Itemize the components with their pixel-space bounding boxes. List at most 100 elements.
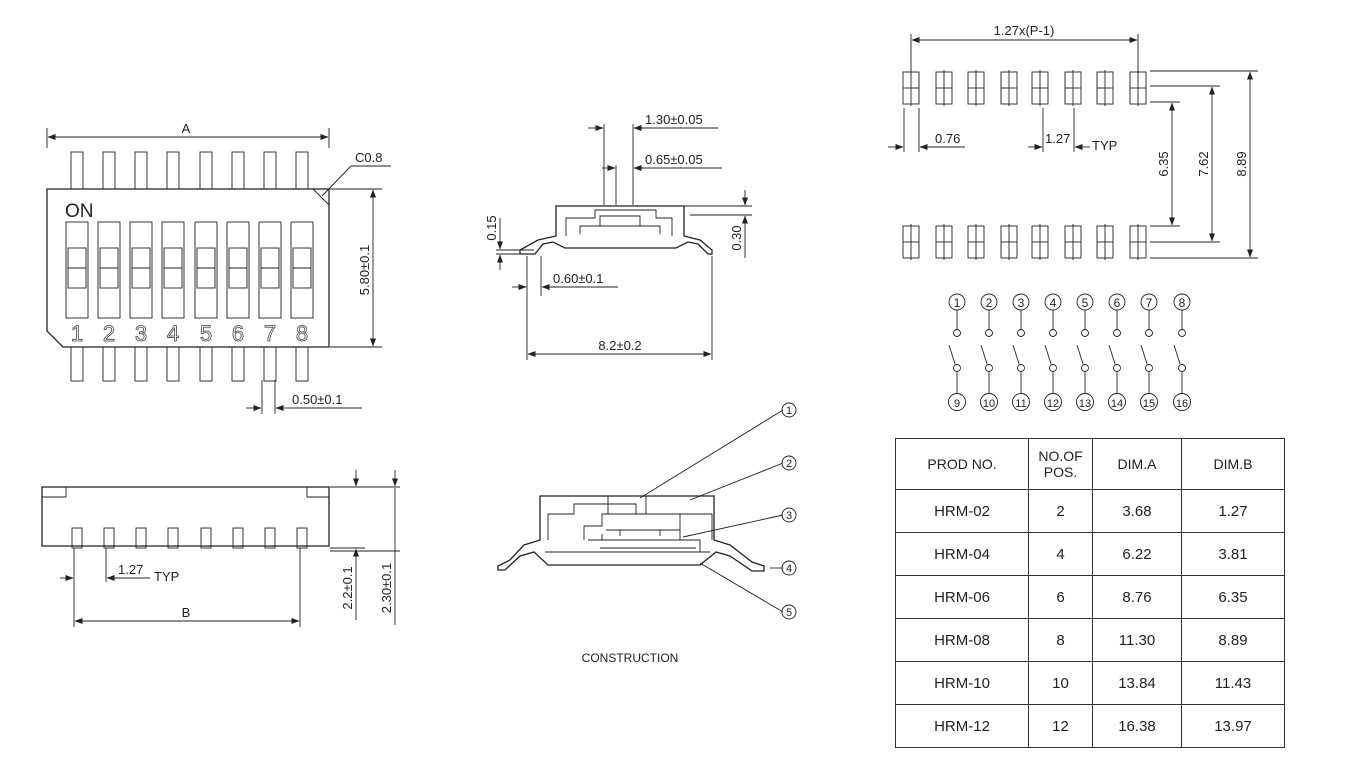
footprint-pad [935,70,953,106]
pin-number: 1 [954,296,961,310]
callout-number: 1 [786,405,792,417]
switch-pin [102,346,116,382]
pin-circle [1044,393,1062,411]
side-pin [103,527,115,549]
actuator-width-label: 1.30±0.05 [645,112,703,127]
position-number: 2 [103,321,115,346]
pad-pitch-label: 1.27 [1045,131,1070,146]
pin-circle [1140,393,1158,411]
lead-thickness-label: 0.15 [484,215,499,240]
prod-no-cell: HRM-12 [895,704,1029,748]
pos-cell: 2 [1028,489,1093,533]
footprint-pad [967,70,985,106]
dim-b-cell: 13.97 [1181,704,1285,748]
pin-circle [948,393,966,411]
dim-b-cell: 3.81 [1181,532,1285,576]
span-dim-label: 1.27x(P-1) [994,23,1055,38]
pos-cell: 12 [1028,704,1093,748]
prod-no-cell: HRM-08 [895,618,1029,662]
row-dim-2: 7.62 [1196,151,1211,176]
pin-number: 16 [1176,398,1188,410]
switch-pin [134,346,148,382]
actuator-slot [97,221,121,319]
switch-pin [166,346,180,382]
dim-a-cell: 3.68 [1092,489,1182,533]
position-number: 5 [200,321,212,346]
construction-title: CONSTRUCTION [582,651,679,665]
chamfer-label: C0.8 [355,150,382,165]
callout-number: 2 [786,458,792,470]
pin-circle [1076,393,1094,411]
position-number: 7 [264,321,276,346]
pin-number: 11 [1015,398,1026,410]
actuator-height-label: 0.30 [729,225,744,250]
side-pin [296,527,308,549]
side-pin [71,527,83,549]
switch-pin [231,346,245,382]
switch-pin [295,151,309,190]
top-pins-lower [70,346,309,382]
side-pin [264,527,276,549]
actuator-slot [129,221,153,319]
actuator-slot [290,221,314,319]
prod-no-cell: HRM-02 [895,489,1029,533]
footprint-pad [1064,224,1082,260]
dim-a-cell: 8.76 [1092,575,1182,619]
actuator-slots [65,221,314,319]
pin-number: 3 [1018,296,1025,310]
pos-cell: 8 [1028,618,1093,662]
callout-circle [781,560,797,576]
pin-number: 4 [1050,296,1057,310]
callout-circle [781,402,797,418]
pin-circle [1173,393,1191,411]
pad-pitch-typ: TYP [1092,138,1117,153]
pin-number: 9 [954,398,960,410]
callout-circle [781,604,797,620]
position-number: 4 [167,321,179,346]
actuator-slot [194,221,218,319]
switch-pin [199,151,213,190]
pin-number: 7 [1146,296,1153,310]
switch-symbol: 816 [1173,293,1191,411]
switch-symbol: 715 [1140,293,1158,411]
chamfer-corner [312,188,330,206]
side-pitch-typ: TYP [154,569,179,584]
switch-body [46,188,330,348]
side-height-2: 2.30±0.1 [379,563,394,614]
dim-b-cell: 8.89 [1181,618,1285,662]
pin-number: 5 [1082,296,1089,310]
pin-number: 10 [983,398,995,410]
actuator-slot [161,221,185,319]
footprint-pad [902,70,920,106]
switch-symbol: 19 [948,293,966,411]
switch-symbol: 614 [1108,293,1126,411]
pads-lower-row [902,224,1147,260]
pin-circle [1012,393,1030,411]
actuator-slot [226,221,250,319]
pin-number: 12 [1047,398,1059,410]
dim-b-cell: 11.43 [1181,661,1285,705]
side-view: 1.27 TYP B 2.2±0.1 2.30±0.1 [41,470,400,627]
position-number: 1 [71,321,83,346]
header-dim-b: DIM.B [1181,438,1285,490]
side-height-1: 2.2±0.1 [340,566,355,609]
footprint-pad [1000,70,1018,106]
side-pin [232,527,244,549]
pin-number: 13 [1079,398,1091,410]
construction-internals [545,495,713,553]
pin-number: 2 [986,296,993,310]
footprint-pad [935,224,953,260]
header-no-of-pos: NO.OF POS. [1028,438,1093,490]
lead-length-label: 0.60±0.1 [553,271,604,286]
header-dim-a: DIM.A [1092,438,1182,490]
construction-body [497,495,765,572]
total-width-label: 8.2±0.2 [598,338,641,353]
